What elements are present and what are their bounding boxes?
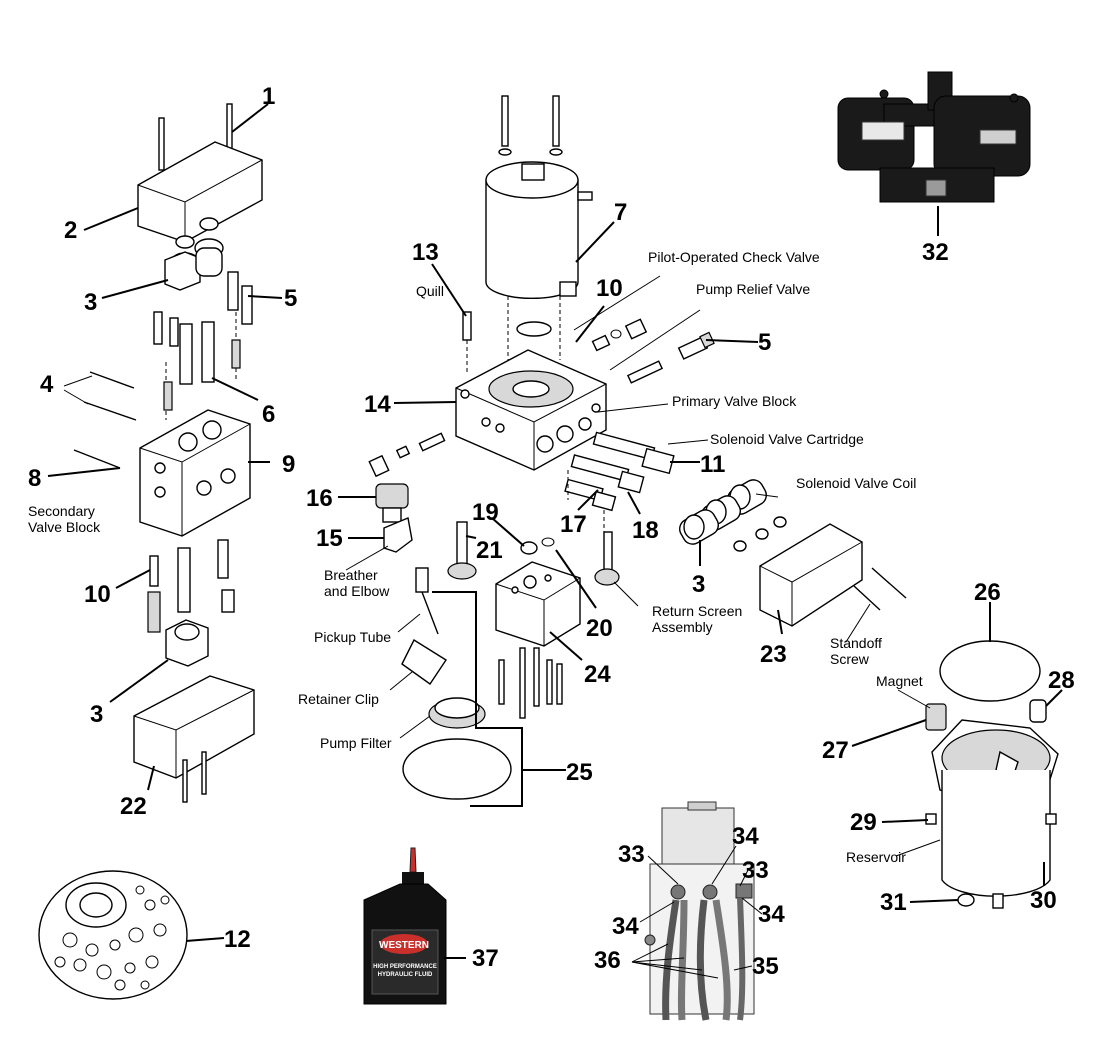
label-breather: Breather <box>324 567 378 583</box>
callout-35: 35 <box>752 953 779 980</box>
bracket-23 <box>759 523 863 627</box>
label-standoff-screw-2: Screw <box>830 651 870 667</box>
coil-3-top <box>164 251 201 291</box>
bottle-brand: WESTERN <box>379 940 429 951</box>
label-return-screen: Return Screen <box>652 603 742 619</box>
callout-5: 5 <box>284 285 297 312</box>
label-pilot-operated-check-valve: Pilot-Operated Check Valve <box>648 249 820 265</box>
callout-26: 26 <box>974 579 1001 606</box>
bottle-line1: HIGH PERFORMANCE <box>373 964 437 970</box>
secondary-valve-block-9 <box>139 409 251 537</box>
cover-2 <box>137 141 263 243</box>
callout-numbers: 1 2 3 5 4 6 8 9 10 3 22 12 13 7 10 5 14 … <box>28 83 1075 980</box>
callout-8: 8 <box>28 465 41 492</box>
coil-group <box>679 479 907 627</box>
callout-22: 22 <box>120 793 147 820</box>
callout-25: 25 <box>566 759 593 786</box>
secondary-assembly <box>73 103 263 803</box>
elbow-15 <box>383 517 413 553</box>
callout-31: 31 <box>880 889 907 916</box>
pump-photo-32 <box>837 71 1031 203</box>
callout-28: 28 <box>1048 667 1075 694</box>
callout-3b: 3 <box>90 701 103 728</box>
cover-22 <box>133 675 255 779</box>
label-solenoid-valve-coil: Solenoid Valve Coil <box>796 475 916 491</box>
callout-32: 32 <box>922 239 949 266</box>
callout-19: 19 <box>472 499 499 526</box>
callout-5b: 5 <box>758 329 771 356</box>
callout-18: 18 <box>632 517 659 544</box>
callout-4: 4 <box>40 371 54 398</box>
callout-21: 21 <box>476 537 503 564</box>
breather-cap-16 <box>375 483 409 509</box>
label-breather-2: and Elbow <box>324 583 390 599</box>
callout-6: 6 <box>262 401 275 428</box>
pump-24 <box>495 561 581 647</box>
callout-7: 7 <box>614 199 627 226</box>
callout-34b: 34 <box>612 913 639 940</box>
callout-20: 20 <box>586 615 613 642</box>
callout-12: 12 <box>224 926 251 953</box>
seal-ring-26 <box>939 640 1041 702</box>
reservoir-group <box>925 640 1059 909</box>
label-primary-valve-block: Primary Valve Block <box>672 393 797 409</box>
callout-27: 27 <box>822 737 849 764</box>
callout-30: 30 <box>1030 887 1057 914</box>
label-pump-filter: Pump Filter <box>320 735 392 751</box>
callout-14: 14 <box>364 391 391 418</box>
callout-17: 17 <box>560 511 587 538</box>
label-solenoid-valve-cartridge: Solenoid Valve Cartridge <box>710 431 864 447</box>
callout-34: 34 <box>732 823 759 850</box>
label-secondary-valve-block: Secondary <box>28 503 95 519</box>
callout-2: 2 <box>64 217 77 244</box>
callout-34c: 34 <box>758 901 785 928</box>
callout-24: 24 <box>584 661 611 688</box>
label-return-screen-2: Assembly <box>652 619 713 635</box>
label-magnet: Magnet <box>876 673 923 689</box>
callout-3c: 3 <box>692 571 705 598</box>
hose-photo <box>644 801 755 1021</box>
label-pump-relief-valve: Pump Relief Valve <box>696 281 810 297</box>
fitting-28 <box>1029 699 1047 723</box>
retainer-clip <box>401 638 447 685</box>
callout-23: 23 <box>760 641 787 668</box>
callout-11: 11 <box>700 451 725 478</box>
callout-1: 1 <box>262 83 275 110</box>
o-ring-25 <box>402 738 512 800</box>
callout-36: 36 <box>594 947 621 974</box>
label-secondary-valve-block-2: Valve Block <box>28 519 101 535</box>
fluid-bottle-37: WESTERN HIGH PERFORMANCE HYDRAULIC FLUID <box>363 847 447 1005</box>
part-labels: Secondary Valve Block Quill Pilot-Operat… <box>28 249 923 865</box>
label-standoff-screw: Standoff <box>830 635 882 651</box>
callout-37: 37 <box>472 945 499 972</box>
label-reservoir: Reservoir <box>846 849 906 865</box>
leader-lines <box>47 103 1063 979</box>
label-retainer-clip: Retainer Clip <box>298 691 379 707</box>
callout-3: 3 <box>84 289 97 316</box>
callout-33b: 33 <box>742 857 769 884</box>
callout-10: 10 <box>84 581 111 608</box>
label-pickup-tube: Pickup Tube <box>314 629 391 645</box>
callout-10b: 10 <box>596 275 623 302</box>
callout-33: 33 <box>618 841 645 868</box>
callout-16: 16 <box>306 485 333 512</box>
callout-13: 13 <box>412 239 439 266</box>
primary-valve-block-14 <box>455 349 607 471</box>
seal-kit-12 <box>38 870 188 1000</box>
label-quill: Quill <box>416 283 444 299</box>
callout-9: 9 <box>282 451 295 478</box>
magnet-27 <box>925 703 947 731</box>
callout-15: 15 <box>316 525 343 552</box>
bottle-line2: HYDRAULIC FLUID <box>378 972 433 978</box>
plug-31 <box>957 893 975 907</box>
primary-assembly <box>368 95 715 807</box>
callout-29: 29 <box>850 809 877 836</box>
